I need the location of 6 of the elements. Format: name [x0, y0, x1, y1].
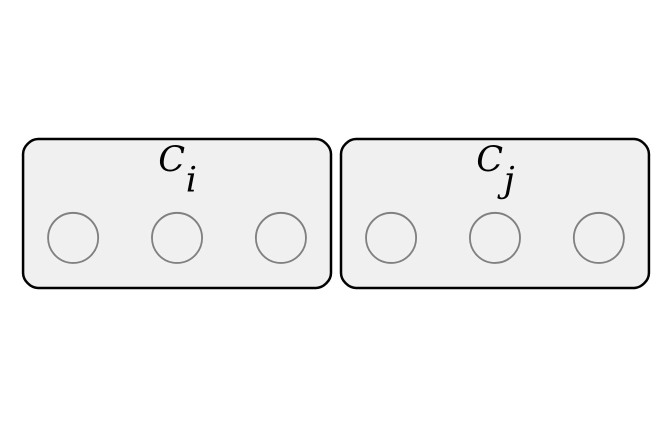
node-circle	[254, 211, 307, 264]
node-circle	[365, 211, 418, 264]
node-circle	[47, 211, 100, 264]
node-circle	[572, 211, 625, 264]
node-circle	[151, 211, 203, 264]
node-circle	[469, 211, 521, 264]
